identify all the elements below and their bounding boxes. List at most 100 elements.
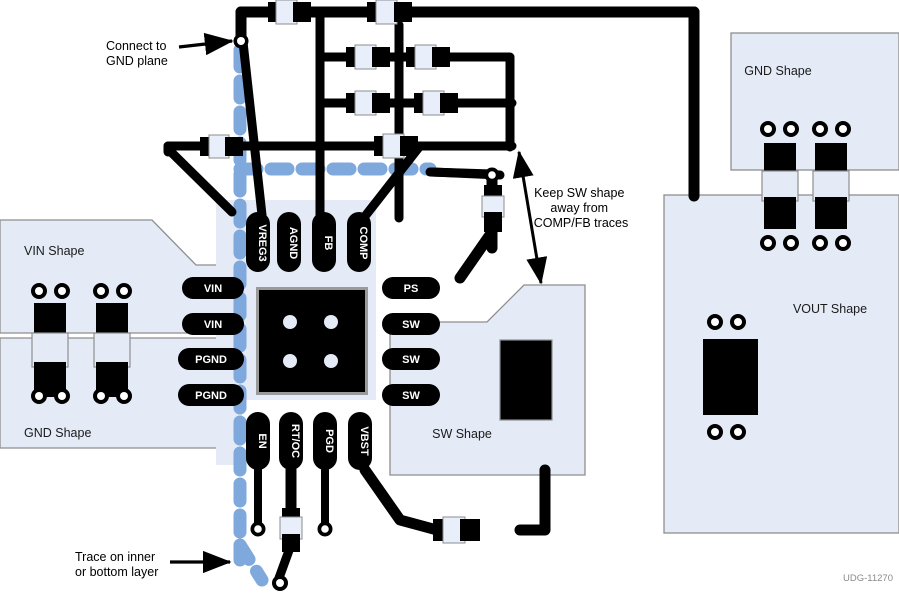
via-vout-2b-hole bbox=[734, 428, 742, 436]
via-ps-top-hole bbox=[488, 171, 496, 179]
pad-label-sw-1: SW bbox=[402, 319, 420, 331]
pad-en bbox=[246, 412, 270, 470]
pad-label-ps: PS bbox=[404, 283, 419, 295]
cap-left-2-pad-top bbox=[96, 303, 128, 338]
thermal-via-3 bbox=[283, 354, 297, 368]
inductor-sw bbox=[499, 339, 553, 421]
vout-shape bbox=[663, 194, 899, 534]
thermal-pad-group bbox=[256, 287, 368, 395]
via-left-3a-hole bbox=[35, 392, 43, 400]
pad-label-sw-3: SW bbox=[402, 390, 420, 402]
pad-vin-1 bbox=[182, 277, 244, 299]
cap-left-2-body bbox=[93, 332, 131, 368]
via-left-2a-hole bbox=[97, 287, 105, 295]
via-left-2b-hole bbox=[120, 287, 128, 295]
pad-agnd bbox=[277, 212, 301, 272]
component-vbst-pad-right bbox=[460, 519, 480, 541]
pad-vin-2 bbox=[182, 313, 244, 335]
component-r3b-pad-right bbox=[440, 93, 458, 113]
via-connect-gnd-plane-hole bbox=[237, 37, 245, 45]
annotation-connect-gnd-line-1: Connect to bbox=[106, 39, 167, 53]
pad-label-pgnd-1: PGND bbox=[195, 354, 227, 366]
pad-vbst bbox=[348, 412, 372, 470]
component-r1b-pad-right bbox=[394, 2, 412, 22]
annotation-connect-gnd-line-2: GND plane bbox=[106, 54, 168, 68]
label-gnd-shape-right: GND Shape bbox=[744, 64, 811, 78]
thermal-via-4 bbox=[324, 354, 338, 368]
arrow-connect-gnd-plane bbox=[178, 32, 234, 56]
cap-left-1-body bbox=[31, 332, 69, 368]
annotation-trace-inner-line-1: Trace on inner bbox=[75, 550, 155, 564]
cap-right-1-pad-top bbox=[764, 143, 796, 175]
pad-label-rtoc: RT/OC bbox=[289, 424, 301, 458]
via-rtoc-bottom-hole bbox=[276, 579, 284, 587]
trace-vbst-route bbox=[359, 464, 443, 536]
pad-label-vin-2: VIN bbox=[204, 319, 222, 331]
pad-label-sw-2: SW bbox=[402, 354, 420, 366]
pad-sw-1 bbox=[382, 313, 440, 335]
pad-pgd bbox=[313, 412, 337, 470]
ic-pads-top: VREG3 AGND FB COMP bbox=[246, 212, 371, 272]
component-r1a-pad-right bbox=[293, 2, 311, 22]
vias-group bbox=[233, 33, 500, 591]
thermal-via-1 bbox=[283, 315, 297, 329]
via-vout-1a-hole bbox=[711, 318, 719, 326]
component-vreg-pad-right bbox=[225, 137, 243, 156]
component-r1b-body bbox=[375, 0, 398, 25]
ic-pads-right: PS SW SW SW bbox=[382, 277, 440, 406]
via-en-bottom-hole bbox=[254, 525, 262, 533]
pad-label-fb: FB bbox=[322, 236, 334, 251]
via-right-2a-hole bbox=[816, 125, 824, 133]
via-left-1a-hole bbox=[35, 287, 43, 295]
trace-comp-diag bbox=[361, 141, 425, 220]
cap-left-1-pad-top bbox=[34, 303, 66, 338]
annotation-keep-sw-line-3: COMP/FB traces bbox=[534, 216, 628, 230]
pad-fb bbox=[312, 212, 336, 272]
label-gnd-shape-left: GND Shape bbox=[24, 426, 91, 440]
pad-label-pgd: PGD bbox=[323, 429, 335, 453]
via-vout-1b-hole bbox=[734, 318, 742, 326]
pad-label-pgnd-2: PGND bbox=[195, 390, 227, 402]
pad-sw-2 bbox=[382, 348, 440, 370]
annotation-keep-sw-line-2: away from bbox=[550, 201, 608, 215]
via-pgd-bottom-hole bbox=[321, 525, 329, 533]
pad-rtoc bbox=[279, 412, 303, 470]
via-right-4b-hole bbox=[839, 239, 847, 247]
component-r2b-pad-right bbox=[432, 47, 450, 67]
figure-id-label: UDG-11270 bbox=[843, 573, 893, 584]
trace-gndvia-to-vreg3 bbox=[238, 37, 267, 220]
cap-vout-body bbox=[703, 339, 758, 415]
pad-label-vreg3: VREG3 bbox=[256, 224, 268, 261]
right-capacitor-bank bbox=[760, 121, 851, 251]
pad-label-en: EN bbox=[256, 433, 268, 448]
thermal-via-2 bbox=[324, 315, 338, 329]
cap-right-1-body bbox=[761, 170, 799, 202]
cap-right-2-pad-bottom bbox=[815, 197, 847, 229]
vout-capacitor bbox=[703, 314, 758, 440]
annotation-trace-inner-layer: Trace on inner or bottom layer bbox=[75, 550, 159, 579]
component-r3a-pad-right bbox=[372, 93, 390, 113]
via-left-1b-hole bbox=[58, 287, 66, 295]
component-rtoc-pad-bottom bbox=[282, 534, 300, 552]
trace-row4-to-vin bbox=[163, 144, 237, 217]
via-right-1b-hole bbox=[787, 125, 795, 133]
pad-label-vin-1: VIN bbox=[204, 283, 222, 295]
component-ps-pad-bottom bbox=[484, 212, 502, 232]
pad-label-comp: COMP bbox=[357, 227, 369, 260]
via-left-3b-hole bbox=[58, 392, 66, 400]
pad-label-agnd: AGND bbox=[287, 227, 299, 259]
label-vin-shape: VIN Shape bbox=[24, 244, 85, 258]
pad-ps bbox=[382, 277, 440, 299]
pad-vreg3 bbox=[246, 212, 270, 272]
via-right-3a-hole bbox=[764, 239, 772, 247]
via-right-4a-hole bbox=[816, 239, 824, 247]
pad-pgnd-2 bbox=[178, 384, 244, 406]
ic-pads-left: VIN VIN PGND PGND bbox=[178, 277, 244, 406]
pad-pgnd-1 bbox=[178, 348, 244, 370]
arrow-keep-sw-shape bbox=[512, 150, 548, 285]
sw-shape bbox=[389, 284, 586, 476]
via-right-2b-hole bbox=[839, 125, 847, 133]
via-left-4a-hole bbox=[97, 392, 105, 400]
